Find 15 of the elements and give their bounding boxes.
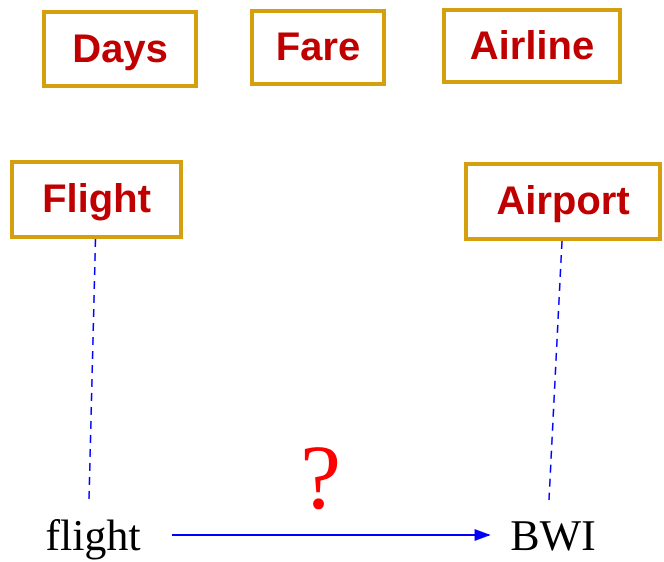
dashed-line bbox=[548, 240, 563, 500]
arrow bbox=[172, 529, 490, 541]
concept-box bbox=[10, 160, 183, 239]
dashed-line bbox=[88, 238, 96, 500]
node-label: flight bbox=[45, 514, 141, 558]
node-label: Days bbox=[72, 26, 168, 72]
node-label: Fare bbox=[276, 25, 360, 70]
node-label: Airline bbox=[470, 24, 594, 68]
node-label: Airport bbox=[496, 179, 630, 224]
concept-box bbox=[442, 8, 622, 84]
concept-box bbox=[250, 9, 386, 86]
concept-box bbox=[42, 10, 198, 88]
concept-box bbox=[464, 162, 662, 241]
node-label: Flight bbox=[42, 177, 151, 222]
node-label: BWI bbox=[510, 514, 596, 558]
